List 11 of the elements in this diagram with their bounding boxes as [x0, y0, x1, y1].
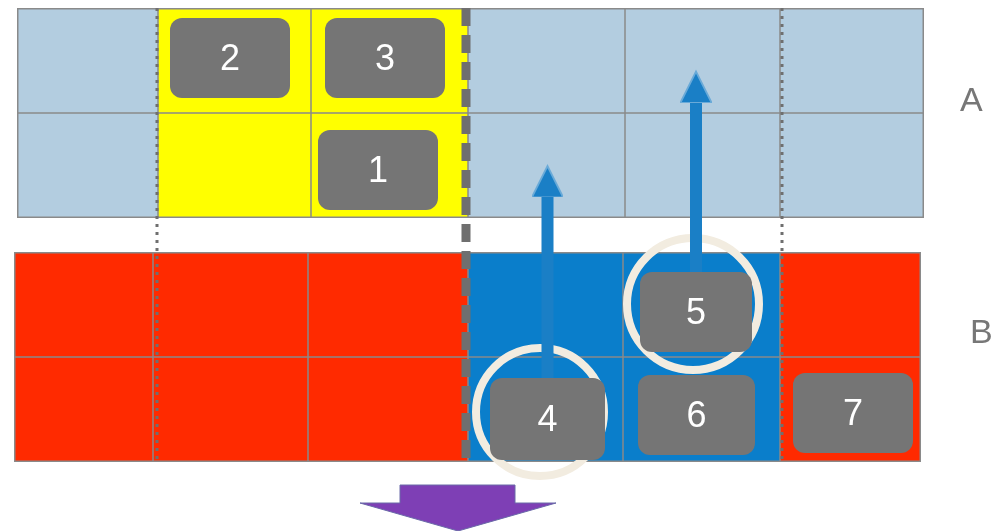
band-label: B [970, 312, 993, 351]
number-tile: 1 [318, 130, 438, 210]
number-tile: 3 [325, 18, 445, 98]
band-label: A [960, 80, 983, 119]
number-tile: 6 [638, 375, 755, 455]
number-tile: 2 [170, 18, 290, 98]
number-tile: 5 [640, 272, 752, 352]
number-tile: 4 [490, 378, 605, 460]
arrow [679, 70, 713, 272]
number-tile: 7 [793, 373, 913, 453]
arrow [531, 165, 564, 378]
